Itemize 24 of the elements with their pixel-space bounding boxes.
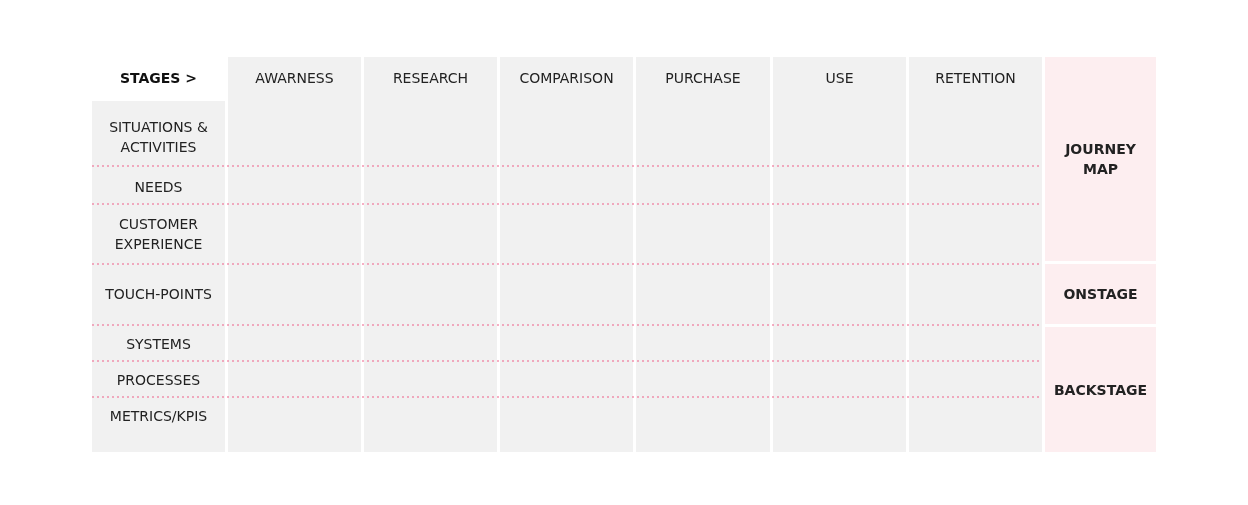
stage-column	[228, 57, 361, 452]
layer-label: BACKSTAGE	[1052, 380, 1149, 400]
stage-label: RESEARCH	[391, 69, 470, 88]
row-label: CUSTOMER EXPERIENCE	[113, 215, 204, 254]
row-label: SYSTEMS	[125, 335, 192, 354]
stage-column	[364, 57, 497, 452]
layer-label: JOURNEY MAP	[1063, 140, 1137, 179]
stage-column	[636, 57, 770, 452]
stage-label: PURCHASE	[664, 69, 742, 88]
stage-column	[909, 57, 1042, 452]
stage-label: AWARNESS	[254, 69, 335, 88]
row-label: PROCESSES	[115, 371, 202, 390]
row-label: NEEDS	[133, 178, 184, 197]
stage-column	[500, 57, 633, 452]
row-header-panel	[92, 101, 225, 452]
stage-column	[773, 57, 906, 452]
row-label: METRICS/KPIS	[108, 407, 209, 426]
row-label: SITUATIONS & ACTIVITIES	[108, 118, 209, 157]
stage-label: COMPARISON	[518, 69, 615, 88]
stage-label: USE	[824, 69, 855, 88]
table-corner-heading: STAGES >	[118, 69, 199, 88]
row-label: TOUCH-POINTS	[104, 285, 213, 304]
layer-label: ONSTAGE	[1062, 285, 1139, 304]
stage-label: RETENTION	[934, 69, 1017, 88]
